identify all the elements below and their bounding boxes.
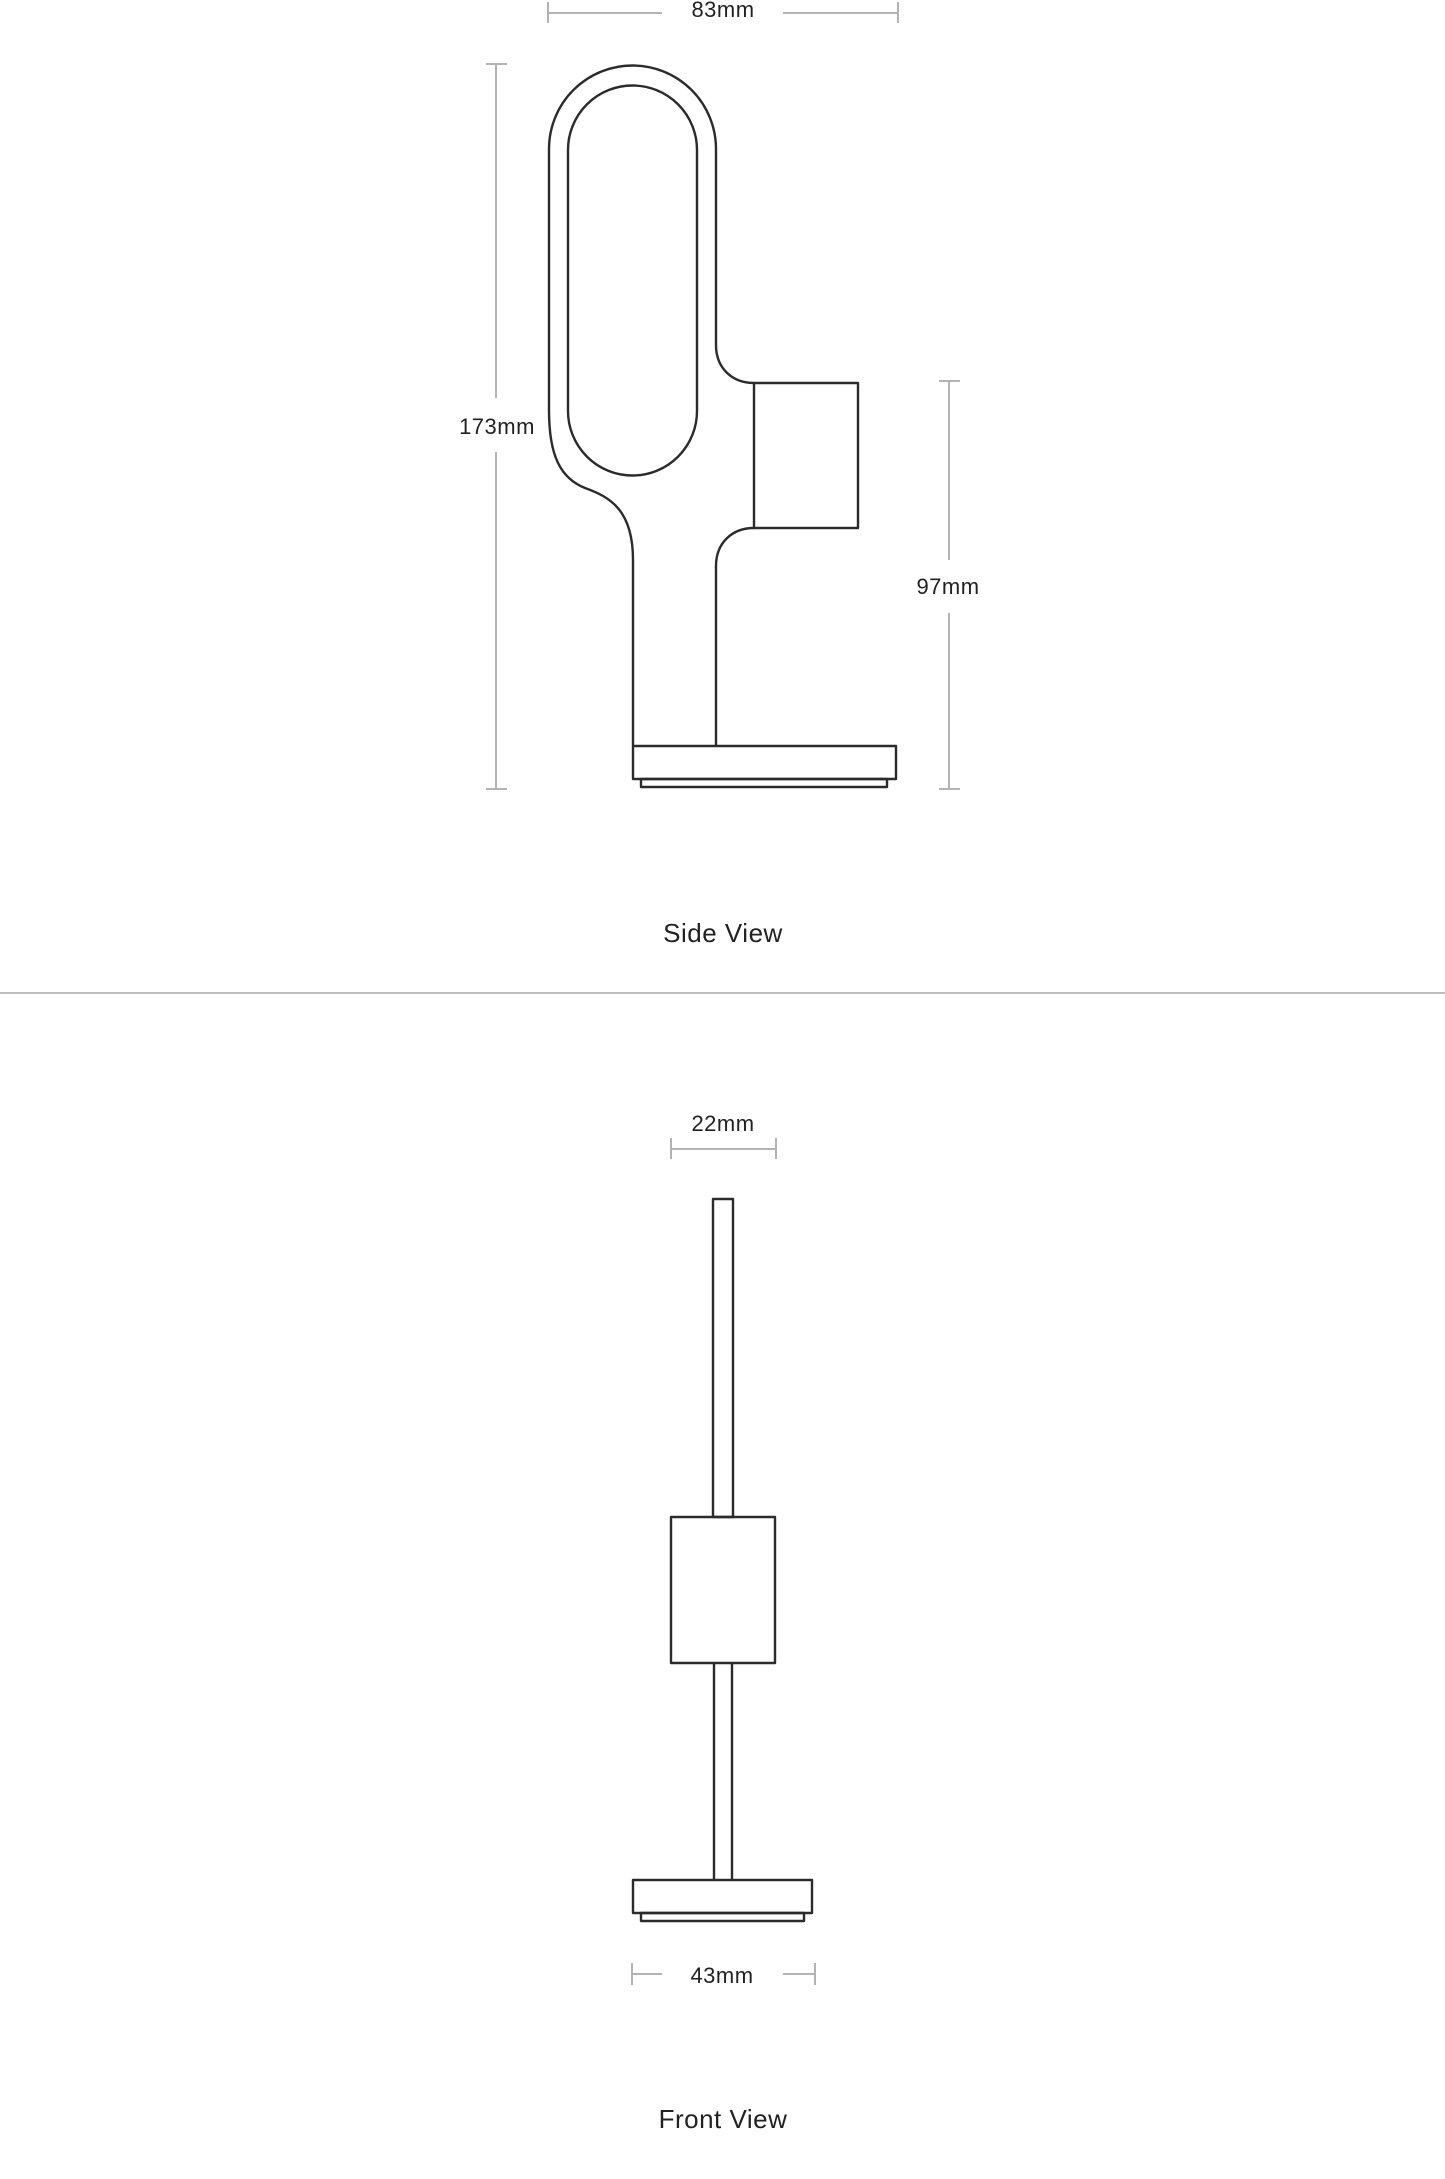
width-dimension-line bbox=[547, 2, 899, 23]
side-view-drawing bbox=[486, 2, 960, 790]
head-width-dimension-line bbox=[670, 1138, 777, 1159]
head-height-dimension-label: 97mm bbox=[916, 574, 980, 599]
front-view-title: Front View bbox=[658, 2104, 788, 2134]
front-stem-upper bbox=[711, 1197, 735, 1519]
base-width-dimension-line bbox=[631, 1963, 816, 1985]
height-dimension-label: 173mm bbox=[459, 414, 535, 439]
side-view-title: Side View bbox=[663, 918, 783, 948]
lamp-base-foot bbox=[639, 777, 889, 789]
front-base bbox=[631, 1878, 814, 1915]
front-base-foot bbox=[639, 1911, 806, 1923]
lamp-ring-inner-outline bbox=[566, 84, 699, 477]
head-height-dimension-line bbox=[939, 380, 960, 790]
height-dimension-line bbox=[486, 63, 507, 790]
front-head-block bbox=[669, 1515, 777, 1665]
section-divider bbox=[0, 992, 1445, 994]
base-width-dimension-label: 43mm bbox=[690, 1963, 754, 1988]
head-width-dimension-label: 22mm bbox=[691, 1111, 755, 1136]
lamp-body-outline bbox=[547, 64, 755, 746]
width-dimension-label: 83mm bbox=[691, 0, 755, 22]
lamp-head-block bbox=[752, 381, 860, 530]
